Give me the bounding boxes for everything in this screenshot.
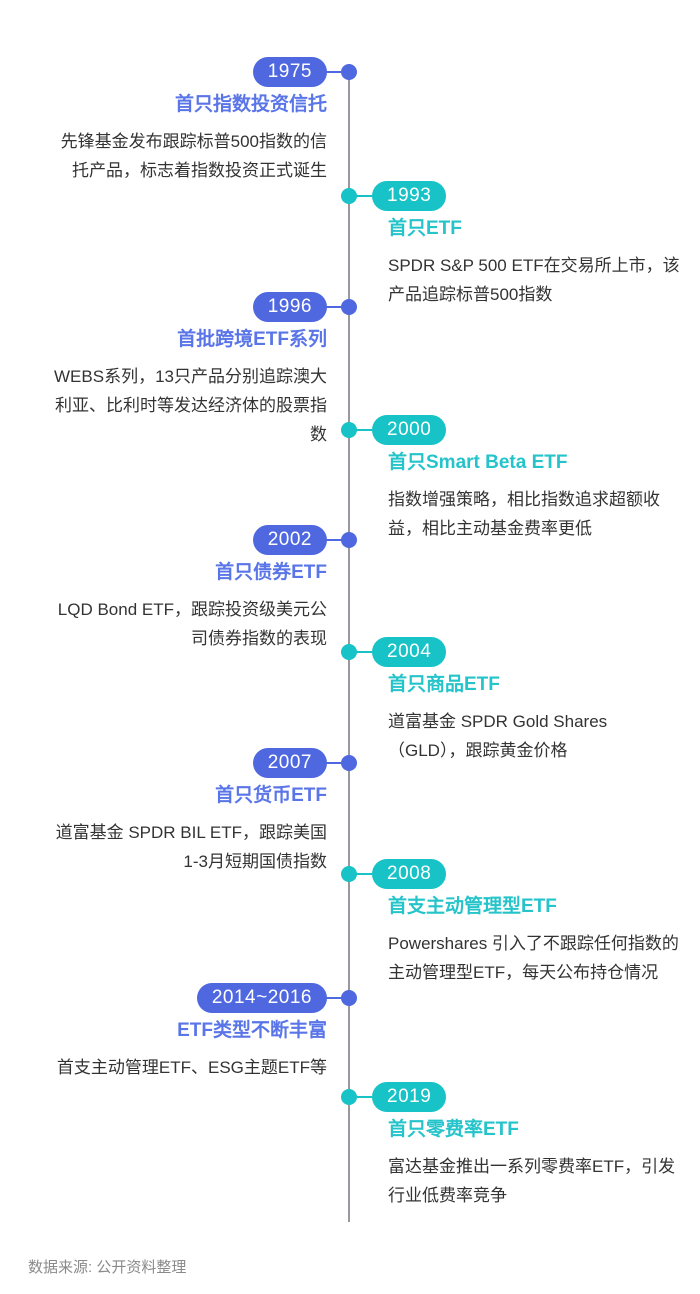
timeline-dot xyxy=(341,1089,357,1105)
entry-title: 首只零费率ETF xyxy=(388,1119,519,1140)
connector-line xyxy=(350,1096,376,1098)
connector-line xyxy=(324,71,350,73)
timeline-dot xyxy=(341,188,357,204)
connector-line xyxy=(324,539,350,541)
connector-line xyxy=(350,195,376,197)
entry-description: LQD Bond ETF，跟踪投资级美元公司债券指数的表现 xyxy=(57,600,327,648)
entry-title: 首只指数投资信托 xyxy=(174,94,327,115)
year-badge: 1993 xyxy=(372,181,447,211)
timeline-dot xyxy=(341,64,357,80)
year-badge: 2007 xyxy=(252,748,327,778)
year-badge: 2014~2016 xyxy=(196,983,327,1013)
timeline-dot xyxy=(341,755,357,771)
entry-title: 首只货币ETF xyxy=(215,785,327,806)
entry-description: 道富基金 SPDR BIL ETF，跟踪美国1-3月短期国债指数 xyxy=(55,823,327,871)
entry-description: 首支主动管理ETF、ESG主题ETF等 xyxy=(56,1058,327,1077)
entry-title: 首批跨境ETF系列 xyxy=(177,329,327,350)
entry-description: SPDR S&P 500 ETF在交易所上市，该产品追踪标普500指数 xyxy=(388,256,680,304)
entry-description: 指数增强策略，相比指数追求超额收益，相比主动基金费率更低 xyxy=(388,490,660,538)
entry-description: WEBS系列，13只产品分别追踪澳大利亚、比利时等发达经济体的股票指数 xyxy=(54,367,327,444)
entry-title: 首只债券ETF xyxy=(215,562,327,583)
entry-description: 道富基金 SPDR Gold Shares（GLD），跟踪黄金价格 xyxy=(388,712,608,760)
timeline-dot xyxy=(341,422,357,438)
entry-description: 富达基金推出一系列零费率ETF，引发行业低费率竞争 xyxy=(388,1157,676,1205)
year-badge: 2004 xyxy=(372,637,447,667)
entry-description: Powershares 引入了不跟踪任何指数的主动管理型ETF，每天公布持仓情况 xyxy=(388,934,679,982)
year-badge: 1975 xyxy=(252,57,327,87)
year-badge: 1996 xyxy=(252,292,327,322)
entry-description: 先锋基金发布跟踪标普500指数的信托产品，标志着指数投资正式诞生 xyxy=(60,132,327,180)
year-badge: 2008 xyxy=(372,859,447,889)
timeline-dot xyxy=(341,866,357,882)
connector-line xyxy=(350,651,376,653)
connector-line xyxy=(350,873,376,875)
entry-title: 首只商品ETF xyxy=(388,674,500,695)
entry-title: 首支主动管理型ETF xyxy=(388,896,557,917)
year-badge: 2002 xyxy=(252,525,327,555)
timeline-dot xyxy=(341,532,357,548)
timeline-dot xyxy=(341,299,357,315)
year-badge: 2019 xyxy=(372,1082,447,1112)
connector-line xyxy=(324,762,350,764)
entry-title: 首只ETF xyxy=(388,218,462,239)
entry-title: ETF类型不断丰富 xyxy=(177,1020,327,1041)
entry-title: 首只Smart Beta ETF xyxy=(388,452,568,473)
connector-line xyxy=(324,306,350,308)
timeline-dot xyxy=(341,644,357,660)
connector-line xyxy=(324,997,350,999)
data-source-note: 数据来源: 公开资料整理 xyxy=(28,1259,187,1276)
year-badge: 2000 xyxy=(372,415,447,445)
timeline-dot xyxy=(341,990,357,1006)
connector-line xyxy=(350,429,376,431)
